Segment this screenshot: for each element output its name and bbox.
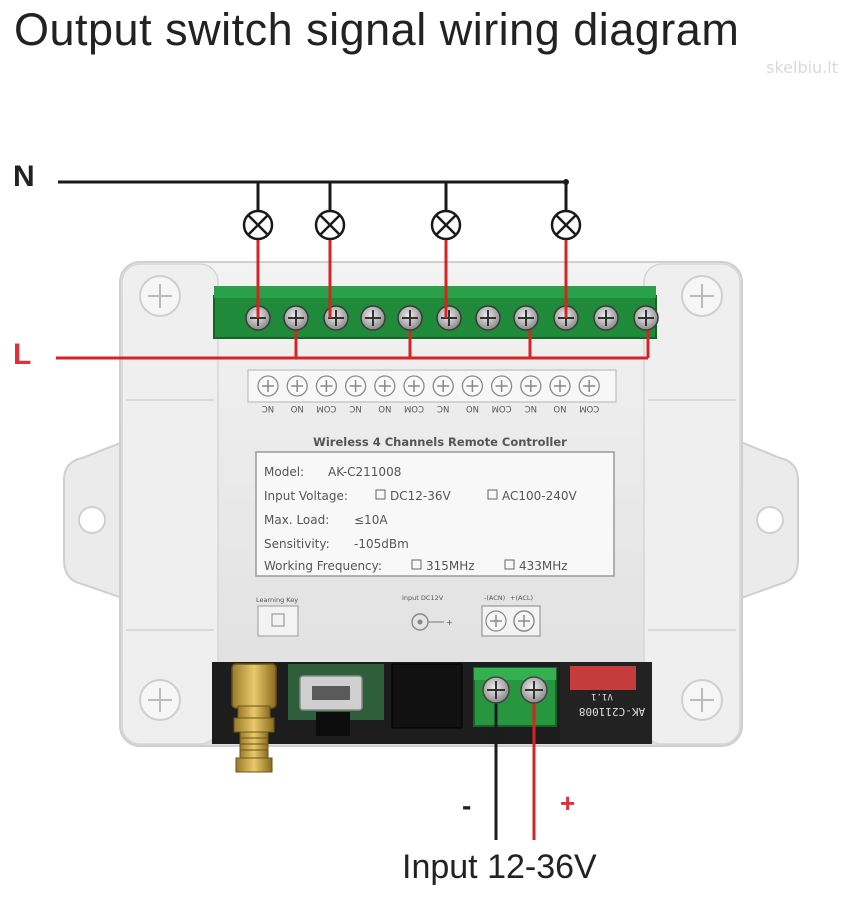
legend-terminal-screw bbox=[374, 375, 396, 397]
model-value: AK-C211008 bbox=[328, 465, 401, 479]
terminal-label: NC bbox=[349, 403, 361, 413]
output-terminal-screw bbox=[436, 305, 462, 331]
dc-input-label: Input DC12V bbox=[402, 594, 444, 602]
terminal-label: NO bbox=[466, 403, 479, 413]
legend-terminal-screw bbox=[286, 375, 308, 397]
output-terminal-screw bbox=[397, 305, 423, 331]
learning-key[interactable]: Learning Key bbox=[256, 596, 299, 637]
corner-screw-tl bbox=[139, 275, 181, 317]
legend-terminal-screw bbox=[257, 375, 279, 397]
gnd-label: -(ACN) bbox=[484, 594, 505, 602]
load-value: ≤10A bbox=[354, 513, 388, 527]
spec-panel: Wireless 4 Channels Remote Controller Mo… bbox=[255, 435, 615, 577]
dc-input-mark: Input DC12V + bbox=[402, 594, 453, 631]
antenna-connector-icon bbox=[231, 663, 277, 773]
legend-terminal-screw bbox=[344, 375, 367, 397]
checkbox-433 bbox=[504, 559, 515, 570]
terminal-label: COM bbox=[404, 403, 424, 413]
terminal-label: NO bbox=[553, 403, 566, 413]
voltage-option-dc: DC12-36V bbox=[390, 489, 451, 503]
pcb-red-component bbox=[570, 666, 636, 690]
vcc-label: +(ACL) bbox=[510, 594, 533, 602]
svg-text:+: + bbox=[446, 618, 453, 627]
mounting-ear-left bbox=[63, 438, 129, 602]
corner-screw-br bbox=[681, 679, 723, 721]
terminal-label: COM bbox=[579, 403, 599, 413]
checkbox-dc bbox=[375, 489, 386, 500]
terminal-label: NO bbox=[290, 403, 303, 413]
legend-terminal-screw bbox=[520, 375, 542, 397]
output-terminal-screw bbox=[475, 305, 501, 331]
output-terminal-block bbox=[213, 286, 657, 339]
wires bbox=[56, 180, 650, 840]
watermark: skelbiu.lt bbox=[766, 58, 838, 77]
corner-screw-bl bbox=[139, 679, 181, 721]
input-voltage-label: Input 12-36V bbox=[402, 848, 597, 886]
terminal-legend: NC NO COM NC NO COM NC NO COM NC NO COM bbox=[247, 369, 617, 413]
lamp-icon bbox=[314, 182, 346, 318]
terminal-label: NC bbox=[437, 403, 449, 413]
minus-label: - bbox=[462, 790, 472, 821]
output-terminal-screw bbox=[360, 305, 386, 331]
live-label: L bbox=[13, 338, 32, 371]
power-terminal-screws bbox=[482, 676, 548, 704]
controller-heading: Wireless 4 Channels Remote Controller bbox=[313, 435, 567, 449]
output-terminal-screw bbox=[323, 305, 349, 331]
legend-terminal-screw bbox=[432, 375, 454, 397]
frequency-option-315: 315MHz bbox=[426, 559, 475, 573]
dc-jack bbox=[391, 663, 463, 729]
diagram-title: Output switch signal wiring diagram bbox=[14, 4, 740, 55]
board-version: V1.1 bbox=[591, 691, 613, 701]
frequency-option-433: 433MHz bbox=[519, 559, 568, 573]
power-terminal-mark: -(ACN) +(ACL) bbox=[481, 594, 541, 637]
voltage-option-ac: AC100-240V bbox=[502, 489, 578, 503]
terminal-label: COM bbox=[316, 403, 336, 413]
model-label: Model: bbox=[264, 465, 304, 479]
legend-terminal-screw bbox=[490, 375, 513, 397]
legend-terminal-screw bbox=[461, 375, 484, 397]
pcb-window: AK-C211008 V1.1 bbox=[212, 662, 652, 744]
legend-terminal-screw bbox=[578, 375, 600, 397]
lamp-icon bbox=[430, 182, 462, 318]
plus-label: + bbox=[560, 788, 576, 818]
mounting-ear-right bbox=[735, 438, 799, 602]
learning-key-label: Learning Key bbox=[256, 596, 298, 604]
lamp-icon bbox=[550, 182, 582, 318]
neutral-label: N bbox=[13, 160, 35, 193]
legend-terminal-screw bbox=[403, 375, 425, 397]
corner-screw-tr bbox=[681, 275, 723, 317]
board-code: AK-C211008 bbox=[579, 705, 645, 718]
output-terminal-screw bbox=[633, 305, 659, 331]
frequency-label: Working Frequency: bbox=[264, 559, 382, 573]
legend-terminal-screw bbox=[315, 375, 338, 397]
terminal-label: COM bbox=[492, 403, 512, 413]
terminal-label: NO bbox=[378, 403, 391, 413]
lamp-icon bbox=[242, 182, 274, 318]
sensitivity-label: Sensitivity: bbox=[264, 537, 330, 551]
checkbox-ac bbox=[487, 489, 498, 500]
output-terminal-screw bbox=[513, 305, 539, 331]
terminal-label: NC bbox=[525, 403, 537, 413]
sensitivity-value: -105dBm bbox=[354, 537, 409, 551]
load-label: Max. Load: bbox=[264, 513, 329, 527]
voltage-label: Input Voltage: bbox=[264, 489, 348, 503]
output-terminal-screw bbox=[593, 305, 619, 331]
legend-terminal-screw bbox=[549, 375, 571, 397]
output-terminal-screw bbox=[283, 305, 309, 331]
checkbox-315 bbox=[411, 559, 422, 570]
terminal-label: NC bbox=[262, 403, 274, 413]
